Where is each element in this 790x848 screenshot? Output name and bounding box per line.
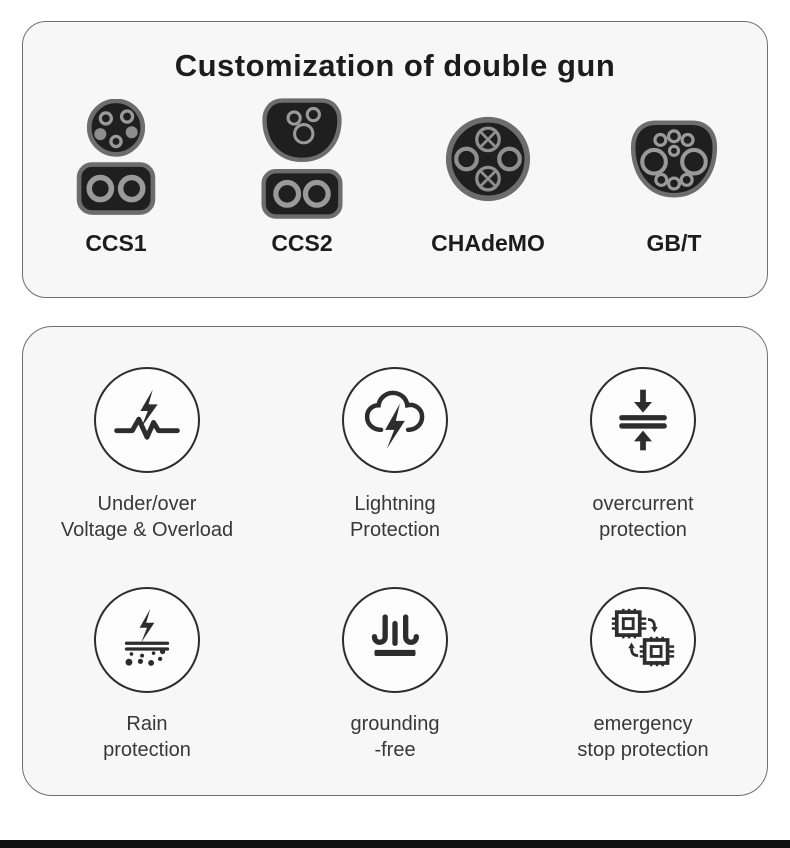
- connector-ccs2: CCS2: [209, 98, 395, 257]
- connector-label-ccs1: CCS1: [85, 230, 147, 256]
- bottom-divider-bar: [0, 840, 790, 848]
- grounding-icon: [371, 614, 419, 656]
- connector-row: CCS1 CCS2: [23, 98, 767, 257]
- feature-under-over-voltage: Under/over Voltage & Overload: [23, 367, 271, 543]
- lightning-cloud-icon: [364, 390, 425, 449]
- connector-chademo: CHAdeMO: [395, 98, 581, 257]
- feature-lightning-protection: Lightning Protection: [271, 367, 519, 543]
- surge-pulse-icon: [114, 389, 180, 440]
- feature-label: Lightning Protection: [349, 493, 441, 541]
- connector-panel: Customization of double gun: [22, 21, 768, 298]
- panel-title: Customization of double gun: [174, 48, 616, 83]
- feature-label: Rain protection: [103, 713, 191, 761]
- connector-label-gbt: GB/T: [646, 230, 702, 256]
- ccs1-connector-icon: [76, 99, 156, 215]
- feature-label: grounding -free: [350, 713, 440, 761]
- overcurrent-icon: [619, 389, 667, 451]
- feature-emergency-stop: emergency stop protection: [519, 587, 767, 763]
- feature-grounding-free: grounding -free: [271, 587, 519, 763]
- feature-overcurrent-protection: overcurrent protection: [519, 367, 767, 543]
- ccs2-connector-icon: [261, 98, 343, 219]
- rain-drops-icon: [124, 608, 170, 666]
- feature-label: Under/over Voltage & Overload: [60, 493, 234, 541]
- connector-label-chademo: CHAdeMO: [431, 230, 545, 256]
- chip-exchange-icon: [611, 608, 675, 667]
- infographic-page: Customization of double gun: [0, 21, 790, 848]
- features-panel: Under/over Voltage & Overload Lightning …: [22, 326, 768, 796]
- feature-label: emergency stop protection: [577, 713, 709, 761]
- connector-gbt: GB/T: [581, 98, 767, 257]
- chademo-connector-icon: [445, 116, 531, 202]
- feature-rain-protection: Rain protection: [23, 587, 271, 763]
- connector-ccs1: CCS1: [23, 98, 209, 257]
- gbt-connector-icon: [630, 120, 718, 198]
- connector-label-ccs2: CCS2: [271, 230, 333, 256]
- feature-label: overcurrent protection: [592, 493, 694, 541]
